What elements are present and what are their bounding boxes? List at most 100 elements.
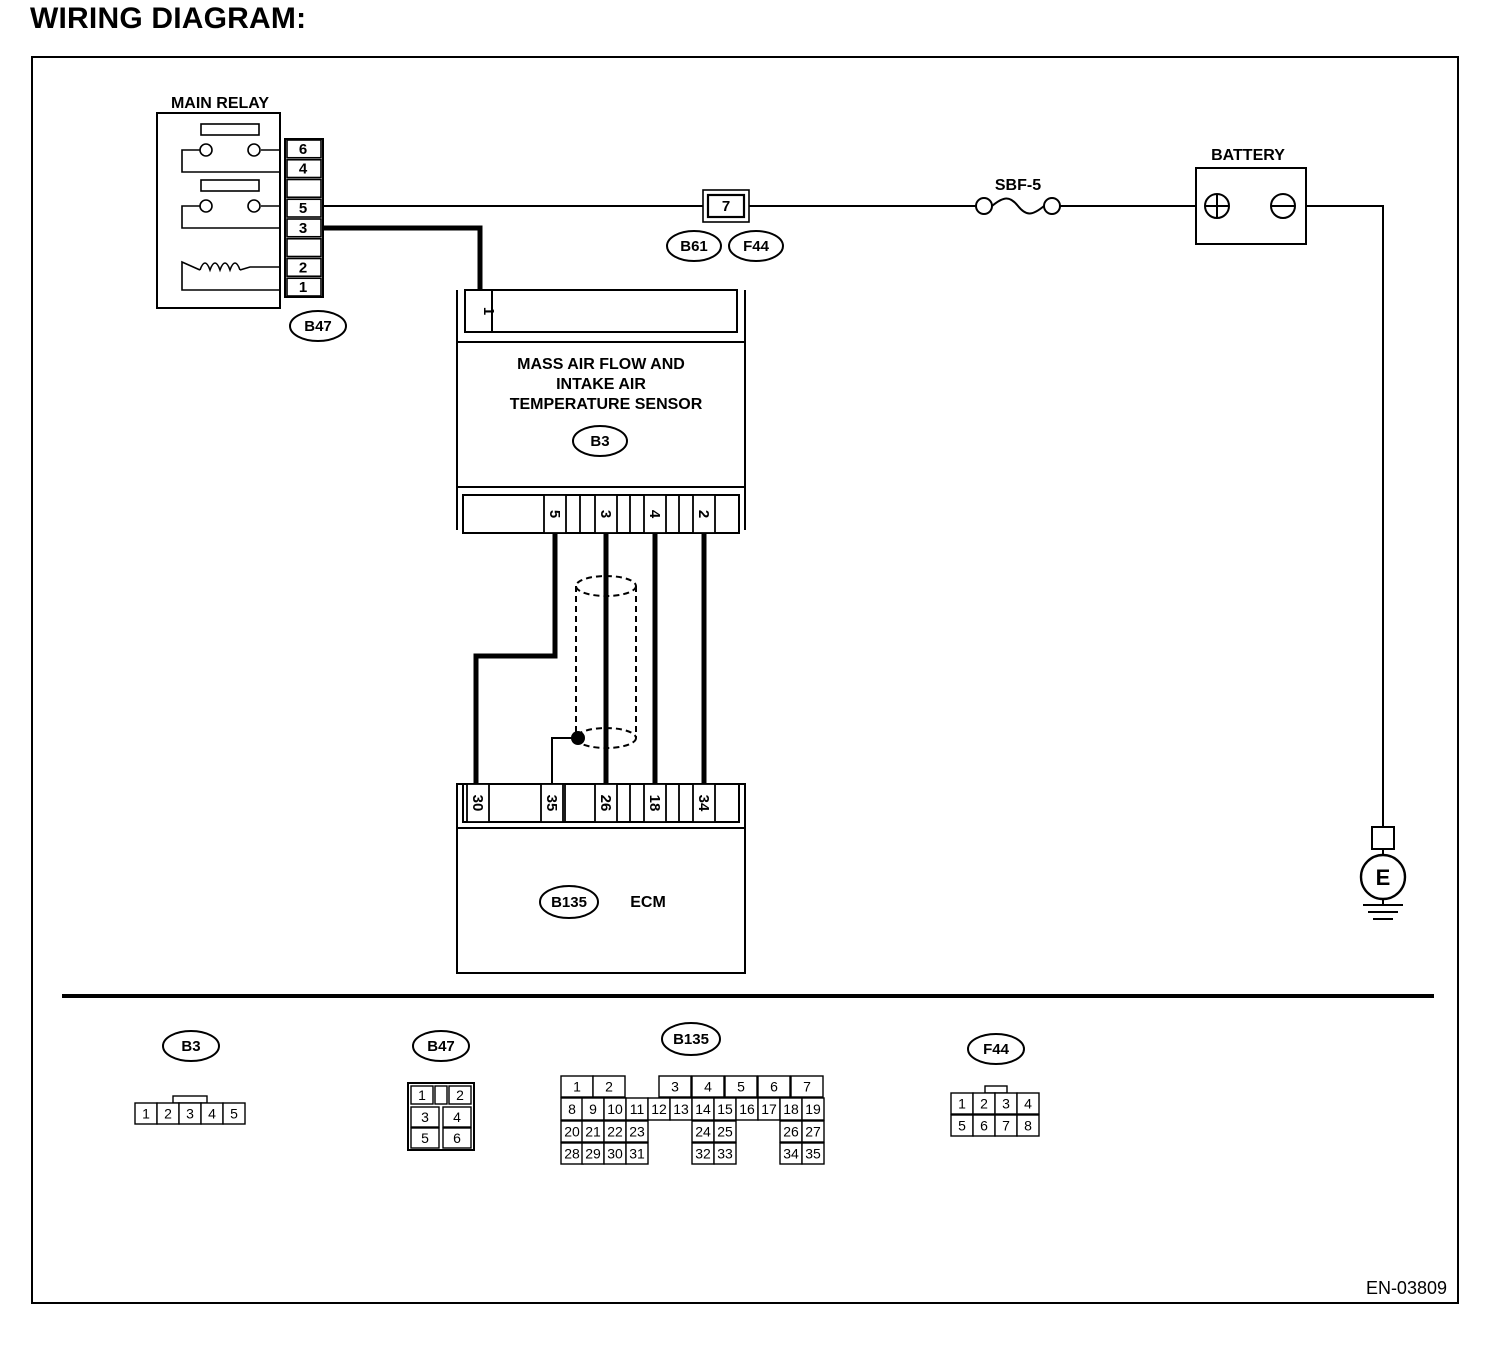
b135-cavity-21: 21 — [581, 1120, 605, 1143]
f44-cavity-1: 1 — [950, 1092, 974, 1115]
b135-cavity-23: 23 — [625, 1120, 649, 1143]
b3-cavity-4-label: 4 — [208, 1106, 216, 1122]
joint-connector-tag-f44: F44 — [743, 238, 770, 255]
main-relay-connector-tag: B47 — [289, 310, 347, 342]
ecm-pin-label: 35 — [543, 795, 560, 812]
svg-text:B47: B47 — [304, 318, 332, 335]
b135-cavity-11-label: 11 — [630, 1101, 645, 1117]
wire-shield-ecm35 — [551, 737, 578, 784]
b135-cavity-29: 29 — [581, 1142, 605, 1165]
b135-cavity-2-label: 2 — [605, 1079, 613, 1095]
b135-cavity-13-label: 13 — [673, 1101, 689, 1117]
main-relay-pin-4: 4 — [286, 158, 322, 179]
b135-cavity-12-label: 12 — [651, 1101, 667, 1117]
b135-cavity-29-label: 29 — [585, 1146, 601, 1162]
b47-cavity-4: 4 — [442, 1106, 472, 1128]
b135-cavity-5: 5 — [724, 1075, 758, 1098]
b3-cavity-1-label: 1 — [142, 1106, 150, 1122]
main-relay-pin-label: 5 — [299, 200, 307, 217]
b135-cavity-6-label: 6 — [770, 1079, 778, 1095]
ecm-label: ECM — [630, 894, 666, 911]
b135-cavity-25-label: 25 — [717, 1124, 733, 1140]
sensor-label-line3: TEMPERATURE SENSOR — [510, 396, 703, 413]
b135-cavity-9-label: 9 — [589, 1101, 597, 1117]
f44-cavity-8: 8 — [1016, 1114, 1040, 1137]
main-relay-pin-3: 3 — [286, 218, 322, 238]
b135-cavity-7-label: 7 — [803, 1079, 811, 1095]
b3-cavity-1: 1 — [134, 1102, 158, 1125]
ecm-pin-label: 18 — [646, 795, 663, 812]
b135-cavity-1: 1 — [560, 1075, 594, 1098]
b3-cavity-3-label: 3 — [186, 1106, 194, 1122]
f44-cavity-2-label: 2 — [980, 1096, 988, 1112]
ecm-pin-34: 34 — [692, 783, 716, 823]
ground-point: E — [1359, 826, 1407, 920]
b135-cavity-11: 11 — [625, 1097, 649, 1121]
b135-cavity-34: 34 — [779, 1142, 803, 1165]
sensor-label-line2: INTAKE AIR — [556, 376, 646, 393]
battery: BATTERY — [1195, 147, 1307, 245]
b135-cavity-19: 19 — [801, 1097, 825, 1121]
b135-cavity-6: 6 — [757, 1075, 791, 1098]
b135-cavity-28: 28 — [560, 1142, 584, 1165]
b135-cavity-15: 15 — [713, 1097, 737, 1121]
b135-cavity-27: 27 — [801, 1120, 825, 1143]
b135-cavity-35-label: 35 — [805, 1146, 821, 1162]
main-relay-pin-6: 6 — [286, 139, 322, 159]
ecm-pin-35: 35 — [540, 783, 564, 823]
b135-cavity-15-label: 15 — [717, 1101, 733, 1117]
b135-cavity-5-label: 5 — [737, 1079, 745, 1095]
b135-cavity-20: 20 — [560, 1120, 584, 1143]
b135-cavity-32: 32 — [691, 1142, 715, 1165]
b135-cavity-25: 25 — [713, 1120, 737, 1143]
b135-cavity-17: 17 — [757, 1097, 781, 1121]
b135-cavity-13: 13 — [669, 1097, 693, 1121]
b47-cavity-1: 1 — [410, 1085, 434, 1105]
b135-cavity-24-label: 24 — [695, 1124, 711, 1140]
main-relay-pin-label: 2 — [299, 259, 307, 276]
battery-label: BATTERY — [1211, 147, 1285, 164]
b135-cavity-23-label: 23 — [629, 1124, 645, 1140]
b135-cavity-4: 4 — [691, 1075, 725, 1098]
f44-cavity-4-label: 4 — [1024, 1096, 1032, 1112]
b47-cavity-2-label: 2 — [456, 1087, 464, 1103]
b135-cavity-33: 33 — [713, 1142, 737, 1165]
connector-view-b47-label: B47 — [427, 1038, 455, 1055]
b3-cavity-5: 5 — [222, 1102, 246, 1125]
ecm-pin-label: 34 — [695, 795, 712, 812]
b135-cavity-26-label: 26 — [783, 1124, 799, 1140]
main-relay-label: MAIN RELAY — [171, 95, 269, 112]
b135-cavity-30: 30 — [603, 1142, 627, 1165]
b47-cavity-5-label: 5 — [421, 1130, 429, 1146]
main-relay-pin-label: 6 — [299, 141, 307, 158]
fuse-label: SBF-5 — [995, 177, 1041, 194]
b135-cavity-20-label: 20 — [564, 1124, 580, 1140]
b135-cavity-27-label: 27 — [805, 1124, 821, 1140]
b3-cavity-2-label: 2 — [164, 1106, 172, 1122]
f44-cavity-6-label: 6 — [980, 1118, 988, 1134]
f44-cavity-5-label: 5 — [958, 1118, 966, 1134]
main-relay-pin-label: 3 — [299, 220, 307, 237]
b135-cavity-14-label: 14 — [695, 1101, 711, 1117]
b47-cavity-1-label: 1 — [418, 1087, 426, 1103]
b135-cavity-8-label: 8 — [568, 1101, 576, 1117]
wire-sensor5-ecm30 — [473, 533, 558, 784]
sensor-pin-label: 2 — [695, 510, 712, 518]
b135-cavity-34-label: 34 — [783, 1146, 799, 1162]
joint-connector-tag-b61: B61 — [680, 238, 708, 255]
fuse-sbf5: SBF-5 — [975, 177, 1061, 215]
b135-cavity-30-label: 30 — [607, 1146, 623, 1162]
b135-cavity-9: 9 — [581, 1097, 605, 1121]
b135-cavity-17-label: 17 — [761, 1101, 777, 1117]
ecm-pin-26: 26 — [594, 783, 618, 823]
b135-cavity-31: 31 — [625, 1142, 649, 1165]
wire-battery-ground — [1306, 205, 1384, 827]
b135-cavity-2: 2 — [592, 1075, 626, 1098]
b47-cavity-2: 2 — [448, 1085, 472, 1105]
